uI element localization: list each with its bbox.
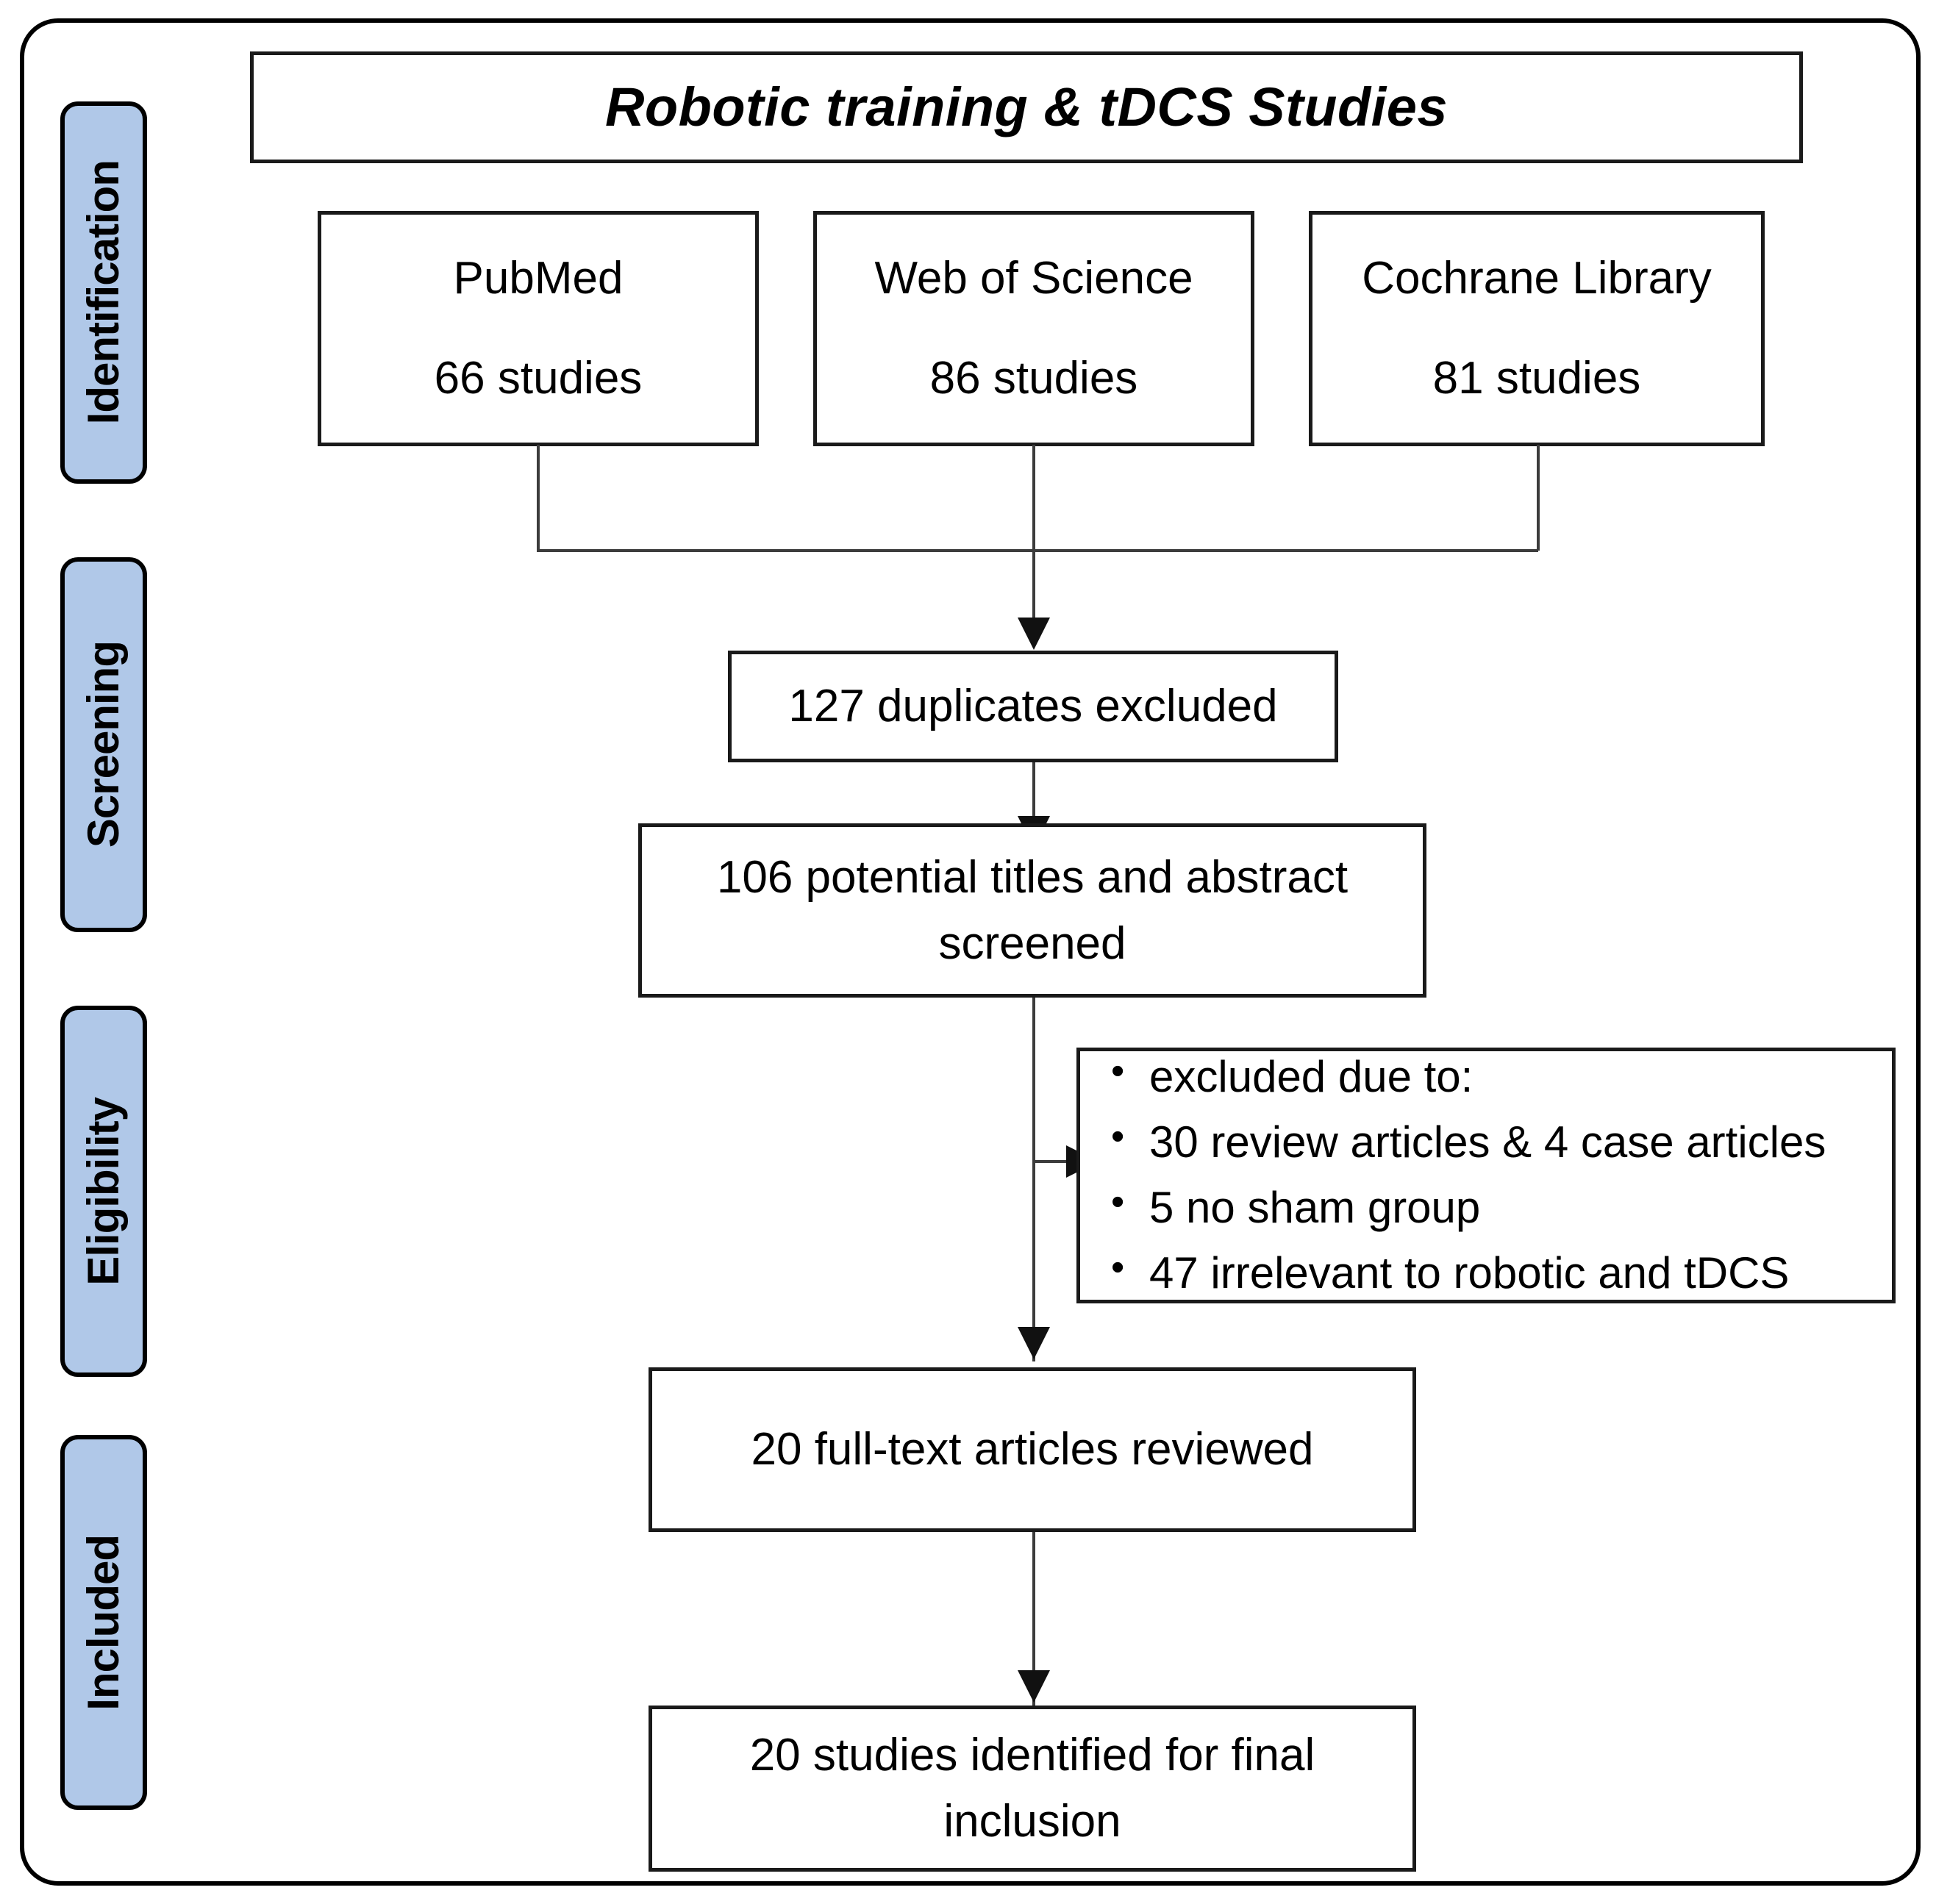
exclusion-item: 5 no sham group xyxy=(1108,1174,1892,1241)
exclusion-item: 47 irrelevant to robotic and tDCS xyxy=(1108,1239,1892,1306)
connector-cochrane-down xyxy=(1537,445,1540,551)
stage-label-identification-text: Identification xyxy=(79,160,128,425)
source-box-cochrane-library: Cochrane Library 81 studies xyxy=(1309,211,1765,446)
arrow-to-fulltext-box xyxy=(1018,1327,1050,1359)
stage-label-eligibility: Eligibility xyxy=(60,1006,147,1377)
source-name-cochrane-library: Cochrane Library xyxy=(1362,253,1712,304)
connector-screened-to-fulltext xyxy=(1032,998,1035,1361)
stage-label-included-text: Included xyxy=(79,1534,128,1711)
full-text-reviewed-text: 20 full-text articles reviewed xyxy=(751,1424,1314,1475)
duplicates-excluded-text: 127 duplicates excluded xyxy=(788,681,1278,732)
stage-label-included: Included xyxy=(60,1435,147,1810)
arrow-to-final-box xyxy=(1018,1670,1050,1703)
stage-label-eligibility-text: Eligibility xyxy=(79,1097,128,1286)
final-inclusion-text: 20 studies identified for final inclusio… xyxy=(749,1730,1315,1847)
connector-branch-to-exclusions xyxy=(1032,1160,1076,1163)
connector-merge-to-duplicates xyxy=(1032,549,1035,631)
source-name-pubmed: PubMed xyxy=(453,253,624,304)
figure-outer-border xyxy=(20,18,1921,1886)
connector-wos-down xyxy=(1032,445,1035,551)
connector-fulltext-to-final xyxy=(1032,1532,1035,1707)
stage-label-identification: Identification xyxy=(60,101,147,484)
source-count-web-of-science: 86 studies xyxy=(929,353,1138,404)
connector-duplicates-to-screened xyxy=(1032,762,1035,851)
stage-label-screening: Screening xyxy=(60,557,147,932)
source-box-pubmed: PubMed 66 studies xyxy=(318,211,759,446)
figure-title-box: Robotic training & tDCS Studies xyxy=(250,51,1803,163)
titles-screened-text: 106 potential titles and abstract screen… xyxy=(716,851,1349,969)
final-inclusion-box: 20 studies identified for final inclusio… xyxy=(649,1706,1416,1872)
arrow-to-duplicates-box xyxy=(1018,618,1050,650)
full-text-reviewed-box: 20 full-text articles reviewed xyxy=(649,1367,1416,1532)
figure-title-text: Robotic training & tDCS Studies xyxy=(604,76,1449,138)
source-box-web-of-science: Web of Science 86 studies xyxy=(813,211,1254,446)
exclusions-list: excluded due to: 30 review articles & 4 … xyxy=(1080,1043,1892,1306)
stage-label-screening-text: Screening xyxy=(79,641,128,848)
source-name-web-of-science: Web of Science xyxy=(874,253,1193,304)
exclusion-item: 30 review articles & 4 case articles xyxy=(1108,1109,1892,1175)
source-count-cochrane-library: 81 studies xyxy=(1432,353,1641,404)
exclusion-item: excluded due to: xyxy=(1108,1043,1892,1110)
titles-screened-box: 106 potential titles and abstract screen… xyxy=(638,823,1426,998)
source-count-pubmed: 66 studies xyxy=(434,353,643,404)
exclusions-box: excluded due to: 30 review articles & 4 … xyxy=(1076,1043,1896,1306)
connector-pubmed-down xyxy=(537,445,540,551)
duplicates-excluded-box: 127 duplicates excluded xyxy=(728,651,1338,762)
connector-merge-bar xyxy=(537,549,1538,552)
